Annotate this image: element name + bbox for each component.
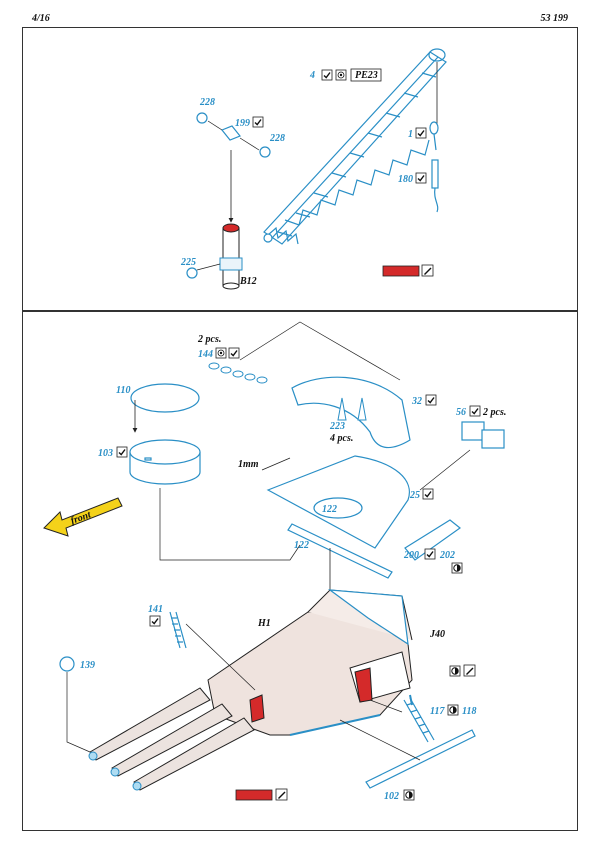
- part-139-label: 139: [80, 660, 95, 671]
- check-mark-icon: [425, 394, 437, 406]
- bend-icon: [403, 789, 415, 801]
- part-144-label: 144: [198, 349, 213, 360]
- crane-post: [219, 223, 243, 290]
- part-139-disc: [59, 656, 75, 672]
- check-mark-icon: [252, 116, 264, 128]
- paint-red-chip: [382, 265, 420, 277]
- page-number: 4/16: [32, 13, 50, 24]
- part-199-label: 199: [235, 118, 250, 129]
- two-pcs-label-a: 2 pcs.: [197, 334, 221, 345]
- part-110-disc: [130, 383, 200, 413]
- part-32-shield: [291, 376, 411, 449]
- bend-icon: [215, 347, 227, 359]
- check-mark-icon: [149, 615, 161, 627]
- part-103-ring: [129, 439, 201, 485]
- check-mark-icon: [415, 127, 427, 139]
- j40-label: J40: [429, 629, 445, 640]
- one-mm-label: 1mm: [238, 459, 259, 470]
- bend-icon: [447, 704, 459, 716]
- check-mark-icon: [424, 548, 436, 560]
- check-mark-icon: [469, 405, 481, 417]
- h1-label: H1: [257, 618, 271, 629]
- part-122-roof: [266, 455, 410, 549]
- part-32-label: 32: [411, 396, 422, 407]
- pe23-box: [350, 68, 382, 82]
- bracket-part: [221, 125, 241, 141]
- part-202-label: 202: [439, 550, 455, 561]
- part-122-label-a: 122: [322, 504, 337, 515]
- crane-section: 4 PE23 228 199 228 1 180 225 B12: [180, 48, 447, 290]
- part-102-label: 102: [384, 791, 399, 802]
- part-141-label: 141: [148, 604, 163, 615]
- check-mark-icon: [228, 347, 240, 359]
- part-56-label: 56: [456, 407, 466, 418]
- paint-brush-icon: [275, 788, 288, 801]
- front-arrow: front: [43, 497, 123, 537]
- bend-icon: [451, 562, 463, 574]
- part-102-strip: [365, 729, 476, 789]
- part-200: [404, 519, 461, 561]
- turret-section: 2 pcs. 144 110 103 front: [43, 321, 506, 802]
- two-pcs-label-b: 2 pcs.: [482, 407, 506, 418]
- part-4-label: 4: [309, 70, 315, 81]
- part-56-boxes: [461, 421, 505, 449]
- part-200-label: 200: [403, 550, 419, 561]
- crane-hook-parts: [429, 121, 439, 213]
- part-25-label: 25: [409, 490, 420, 501]
- paint-brush-icon: [421, 264, 434, 277]
- bend-icon: [449, 665, 461, 677]
- check-mark-icon: [116, 446, 128, 458]
- part-117-ladder: [403, 697, 435, 743]
- turret-section-frame: [22, 311, 578, 831]
- disc-parts: [186, 112, 271, 279]
- part-118-label: 118: [462, 706, 476, 717]
- part-103-label: 103: [98, 448, 113, 459]
- rivet-strip-parts: [208, 362, 268, 384]
- part-223-label: 223: [329, 421, 345, 432]
- check-mark-icon: [422, 488, 434, 500]
- paint-red-chip: [235, 789, 273, 801]
- part-141-ladder: [169, 611, 187, 649]
- check-mark-icon: [321, 69, 333, 81]
- part-117-label: 117: [430, 706, 445, 717]
- set-number: 53 199: [540, 13, 569, 24]
- turret-body: [88, 589, 413, 791]
- part-228-label-a: 228: [199, 97, 215, 108]
- paint-brush-icon: [463, 664, 476, 677]
- pe23-label: PE23: [355, 70, 378, 81]
- etch-fret-icon: [335, 69, 347, 81]
- part-180-label: 180: [398, 174, 413, 185]
- part-110-label: 110: [116, 385, 130, 396]
- part-225-label: 225: [180, 257, 196, 268]
- part-122-strip: [287, 523, 393, 579]
- crane-section-frame: [22, 27, 578, 311]
- part-1-label: 1: [408, 129, 413, 140]
- part-122-label-b: 122: [294, 540, 309, 551]
- b12-label: B12: [239, 276, 257, 287]
- crane-jib: [263, 48, 447, 245]
- check-mark-icon: [415, 172, 427, 184]
- part-223-triangles: [337, 397, 367, 421]
- four-pcs-label: 4 pcs.: [329, 433, 353, 444]
- part-228-label-b: 228: [269, 133, 285, 144]
